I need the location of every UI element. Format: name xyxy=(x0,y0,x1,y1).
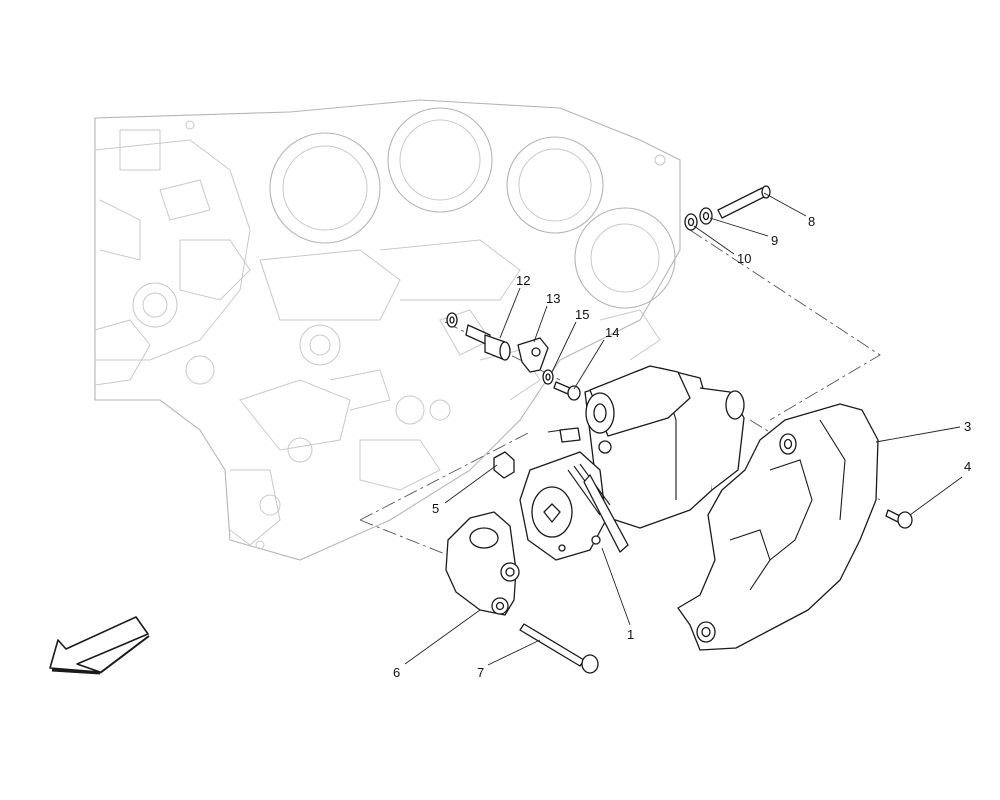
part-13-bracket xyxy=(517,337,549,373)
callout-12: 12 xyxy=(516,273,530,288)
callout-5: 5 xyxy=(432,501,439,516)
part-14-screw xyxy=(553,381,581,401)
part-12-stud xyxy=(465,324,511,361)
callout-7: 7 xyxy=(477,665,484,680)
part-8-bolt xyxy=(717,185,771,219)
callout-8: 8 xyxy=(808,214,815,229)
engine-block-ghost xyxy=(94,99,681,561)
callout-10: 10 xyxy=(737,251,751,266)
callout-labels: 1 3 4 5 6 7 8 9 10 12 13 15 14 xyxy=(393,214,971,680)
part-3-heat-shield xyxy=(677,403,879,651)
callout-15: 15 xyxy=(575,307,589,322)
callout-3: 3 xyxy=(964,419,971,434)
part-5-nut xyxy=(493,451,515,479)
callout-13: 13 xyxy=(546,291,560,306)
part-1-starter-motor xyxy=(519,365,745,561)
part-10-washer xyxy=(684,213,698,231)
callout-9: 9 xyxy=(771,233,778,248)
arrow-front-left-icon xyxy=(49,616,150,675)
part-9-washer xyxy=(699,207,713,225)
part-15-washer xyxy=(542,369,554,385)
callout-6: 6 xyxy=(393,665,400,680)
callout-4: 4 xyxy=(964,459,971,474)
callout-1: 1 xyxy=(627,627,634,642)
part-washer-small xyxy=(446,312,458,328)
leader-lines xyxy=(404,192,963,666)
part-4-screw xyxy=(885,509,913,529)
part-6-support xyxy=(445,511,520,616)
callout-14: 14 xyxy=(605,325,619,340)
part-7-bolt xyxy=(519,623,599,674)
